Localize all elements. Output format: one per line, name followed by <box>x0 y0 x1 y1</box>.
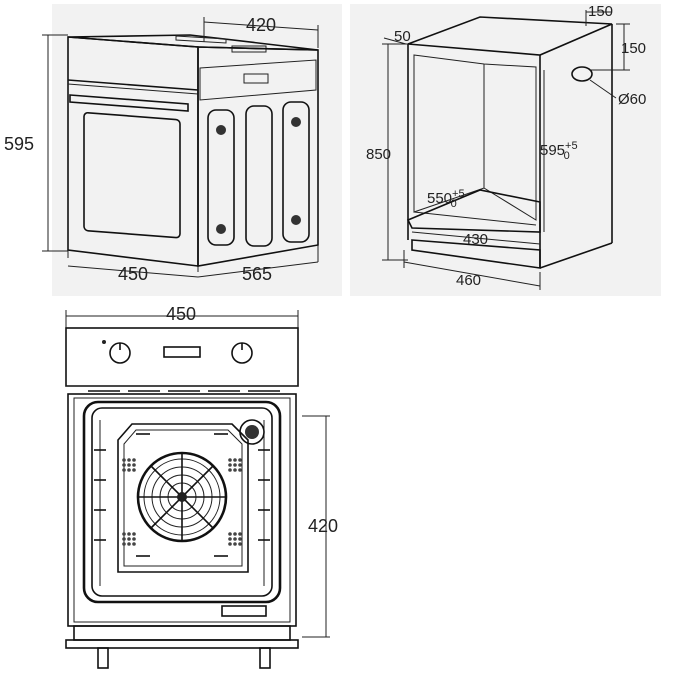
oven-front-width-label: 450 <box>118 264 148 284</box>
oven-3d-drawing <box>42 17 319 278</box>
oven-3d-view <box>52 4 342 296</box>
inner-width-label: 430 <box>463 231 488 248</box>
top-offset-label: 50 <box>394 28 411 45</box>
depth-dim-line <box>197 261 319 278</box>
convection-fan-icon <box>136 451 228 543</box>
oven-lamp-icon <box>239 419 265 445</box>
oven-front-view <box>52 296 357 700</box>
outer-width-label: 460 <box>456 272 481 289</box>
vent-from-top-label: 150 <box>621 40 646 57</box>
oven-top-width-label: 420 <box>246 15 276 35</box>
oven-depth-label: 565 <box>242 264 272 284</box>
outer-width-dim-line <box>403 261 541 287</box>
oven-height-label: 595 <box>4 134 34 154</box>
front-view-drawing <box>65 310 330 669</box>
cavity-height-label: 420 <box>308 516 338 536</box>
front-width-dim-line <box>67 265 199 278</box>
top-width-dim-line <box>203 21 319 31</box>
inner-width-dim-line <box>411 231 541 245</box>
cabinet-height-label: 850 <box>366 146 391 163</box>
side-offset-label: 150 <box>588 3 613 20</box>
front-width-label: 450 <box>166 304 196 324</box>
cabinet-drawing <box>382 10 630 290</box>
display-icon <box>163 346 201 358</box>
vent-diameter-label: Ø60 <box>618 91 646 108</box>
